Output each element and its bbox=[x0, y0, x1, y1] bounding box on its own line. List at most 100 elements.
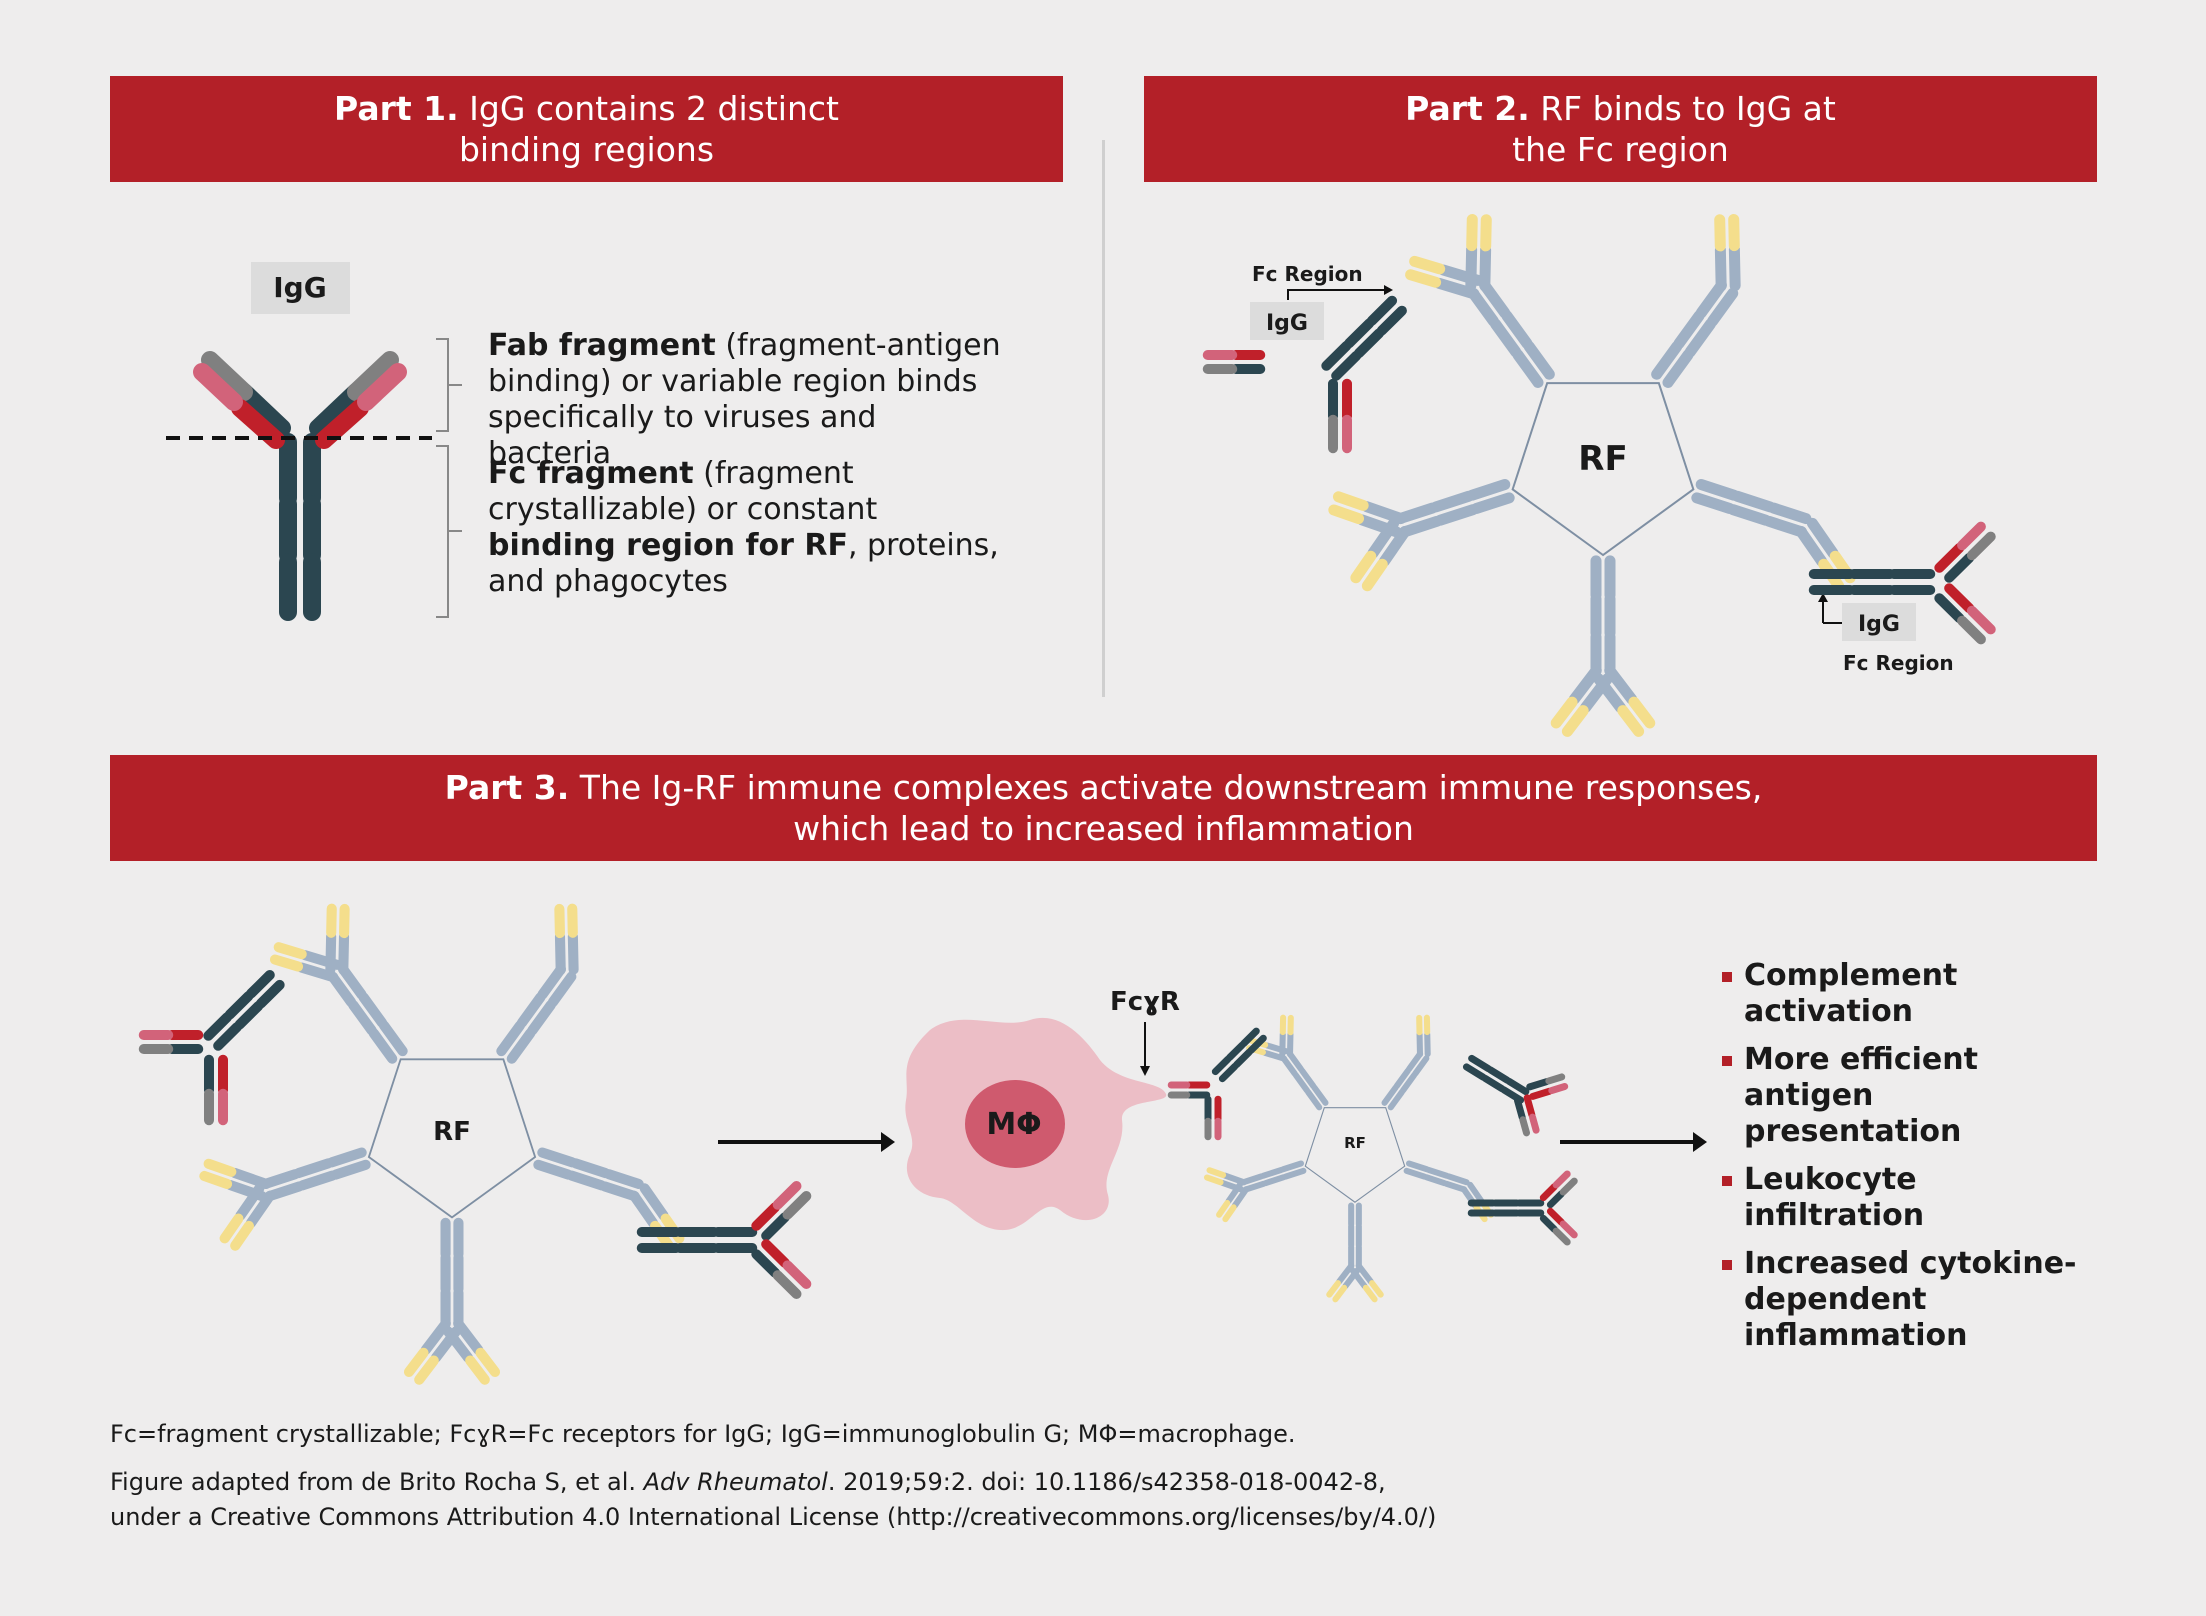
fab-description: Fab fragment (fragment-antigen binding) … bbox=[488, 328, 1008, 472]
light-chain-segment bbox=[315, 399, 369, 449]
rf-fc-chain bbox=[1403, 1167, 1428, 1180]
igg-light-chain bbox=[1552, 1227, 1571, 1246]
rf-fab-arm bbox=[1728, 213, 1740, 252]
rf-fab-arm bbox=[1561, 705, 1589, 737]
igg-heavy-chain bbox=[1211, 1055, 1232, 1076]
rf-fab-arm bbox=[203, 1158, 237, 1177]
part2-igg-label-bottom: IgG bbox=[1858, 612, 1900, 637]
credit-journal: Adv Rheumatol bbox=[643, 1468, 828, 1496]
rf-fab-arm bbox=[1332, 1284, 1348, 1303]
igg-light-chain bbox=[751, 1202, 781, 1231]
arrow-head-icon bbox=[881, 1132, 895, 1152]
rf-fab-arm bbox=[1604, 664, 1638, 705]
igg-light-chain bbox=[1546, 1190, 1565, 1209]
part2-fc-region-label-top: Fc Region bbox=[1252, 262, 1363, 286]
igg-heavy-chain bbox=[224, 991, 254, 1020]
rf-fc-chain bbox=[326, 1147, 367, 1168]
rf-fab-arm bbox=[230, 1220, 254, 1251]
part1-igg-tag bbox=[251, 262, 350, 314]
part3-banner: Part 3. The Ig-RF immune complexes activ… bbox=[110, 755, 2097, 861]
rf-fab-arm bbox=[629, 1190, 659, 1229]
rf-fab-arm bbox=[567, 903, 578, 938]
rf-fc-chain bbox=[1662, 349, 1694, 388]
rf-fc-chain bbox=[1501, 310, 1533, 349]
igg-heavy-chain bbox=[1462, 1063, 1487, 1081]
igg-heavy-chain bbox=[1376, 305, 1407, 336]
rf-fab-arm bbox=[326, 903, 337, 938]
igg-heavy-chain bbox=[1353, 328, 1385, 359]
rf-fab-arm bbox=[1479, 244, 1492, 292]
credit-line1: Figure adapted from de Brito Rocha S, et… bbox=[110, 1465, 2010, 1500]
rf-fc-chain bbox=[1707, 287, 1739, 327]
rf-fab-arm bbox=[269, 954, 304, 972]
fab-bracket bbox=[436, 338, 462, 432]
part3-title-text: The Ig-RF immune complexes activate down… bbox=[579, 768, 1763, 807]
igg-light-chain bbox=[1957, 615, 1986, 645]
rf-fab-arm bbox=[1433, 277, 1480, 300]
fc-text: (fragment crystallizable) or constant bbox=[488, 456, 878, 527]
rf-fab-arm bbox=[1628, 696, 1656, 729]
rf-fc-chain bbox=[1393, 1067, 1411, 1089]
rf-fc-chain bbox=[1412, 1055, 1430, 1077]
igg-heavy-chain bbox=[1344, 318, 1375, 349]
rf-fab-arm bbox=[1714, 214, 1726, 252]
outcome-item: Complement activation bbox=[1720, 958, 2100, 1030]
igg-light-chain bbox=[1966, 531, 1996, 561]
igg-light-chain bbox=[1552, 1170, 1571, 1189]
rf-fab-arm bbox=[639, 1183, 669, 1221]
igg-light-chain bbox=[1934, 593, 1965, 624]
part3-rf-label: RF bbox=[433, 1117, 471, 1147]
outcome-item: Increased cytokine-dependent inflammatio… bbox=[1720, 1246, 2100, 1354]
igg-heavy-chain bbox=[1218, 1062, 1239, 1083]
part1-label: Part 1. bbox=[334, 89, 459, 128]
rf-fab-arm bbox=[338, 931, 350, 975]
rf-fab-arm bbox=[339, 903, 350, 939]
light-chain-tip bbox=[357, 363, 407, 411]
outcome-text: Increased cytokine-dependent inflammatio… bbox=[1744, 1246, 2077, 1353]
rf-fab-arm bbox=[1332, 491, 1369, 511]
macrophage-label: MΦ bbox=[986, 1107, 1041, 1142]
rf-fc-chain bbox=[1305, 1089, 1323, 1111]
rf-fc-chain bbox=[1311, 1084, 1329, 1106]
rf-fc-chain bbox=[537, 1147, 578, 1168]
rf-fab-arm bbox=[1222, 1172, 1247, 1186]
igg-heavy-chain bbox=[255, 979, 285, 1009]
rf-fc-chain bbox=[1430, 490, 1475, 513]
rf-fab-arm bbox=[1231, 1186, 1250, 1209]
rf-fab-arm bbox=[1355, 1262, 1374, 1285]
fab-text: (fragment-antigen binding) or variable r… bbox=[488, 328, 1001, 471]
rf-fab-arm bbox=[1465, 243, 1478, 292]
rf-fc-chain bbox=[1727, 504, 1771, 526]
igg-light-chain bbox=[1944, 583, 1975, 614]
part1-banner: Part 1. IgG contains 2 distinct binding … bbox=[110, 76, 1063, 182]
igg-heavy-chain bbox=[1486, 1066, 1511, 1084]
rf-fc-chain bbox=[496, 1020, 525, 1057]
rf-fc-chain bbox=[1445, 1173, 1470, 1186]
igg-heavy-chain bbox=[1468, 1054, 1492, 1073]
igg-light-chain bbox=[1539, 1214, 1558, 1233]
fc-region-pointer-top bbox=[1287, 289, 1384, 300]
part2-igg-tag-bottom bbox=[1842, 603, 1916, 641]
rf-fab-arm bbox=[296, 962, 339, 983]
light-chain-segment bbox=[231, 399, 285, 449]
outcome-item: More efficient antigen presentation bbox=[1720, 1042, 2100, 1150]
rf-fab-arm bbox=[1261, 1049, 1288, 1062]
rf-fab-arm bbox=[229, 1167, 272, 1189]
rf-fc-chain bbox=[603, 1169, 644, 1189]
fc-text-end: , proteins, and phagocytes bbox=[488, 528, 999, 599]
rf-fc-chain bbox=[1523, 341, 1555, 380]
rf-fc-chain bbox=[547, 971, 577, 1008]
rf-fab-arm bbox=[1362, 1284, 1378, 1303]
part3-rf-pentamer-left bbox=[367, 1058, 537, 1219]
rf-fab-arm bbox=[1550, 696, 1578, 729]
rf-fab-arm bbox=[1361, 558, 1388, 592]
igg-heavy-chain bbox=[1331, 350, 1362, 381]
rf-fc-chain bbox=[348, 999, 377, 1036]
igg-light-chain bbox=[782, 1260, 812, 1289]
rf-fc-chain bbox=[1651, 341, 1683, 380]
igg-light-chain bbox=[1548, 1083, 1569, 1095]
rf-fc-chain bbox=[1673, 310, 1705, 349]
rf-fab-arm bbox=[245, 1190, 275, 1229]
part1-igg-antibody bbox=[166, 338, 462, 621]
